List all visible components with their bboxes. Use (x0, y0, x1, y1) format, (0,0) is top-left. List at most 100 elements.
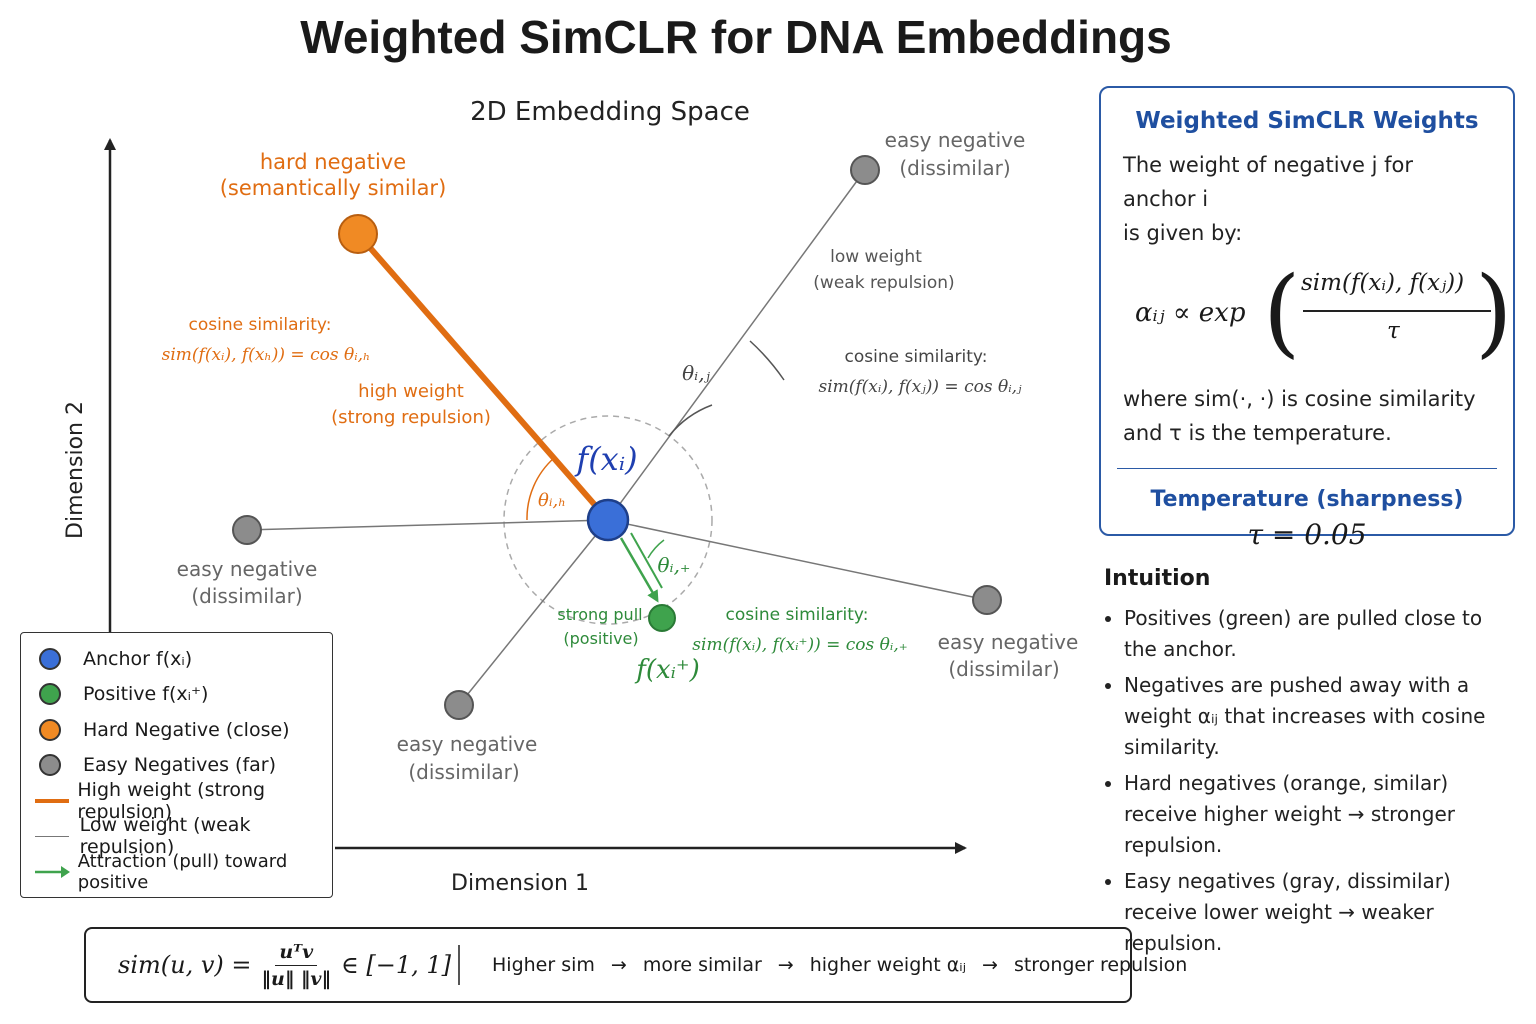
hard-negative-point (338, 214, 378, 254)
sim-fraction: uᵀv ‖u‖ ‖v‖ (262, 941, 331, 990)
legend-item-anchor: Anchor f(xᵢ) (35, 641, 332, 677)
weight-formula-bar (1303, 310, 1491, 312)
temperature-title: Temperature (sharpness) (1150, 487, 1464, 512)
easy-negative-right-label-1: easy negative (938, 630, 1079, 654)
chain-step: stronger repulsion (1013, 954, 1188, 976)
legend-label: Anchor f(xᵢ) (83, 647, 193, 670)
angle-arc-hard (526, 457, 555, 521)
weight-formula-denominator: τ (1387, 318, 1400, 344)
bar-separator (458, 945, 460, 985)
positive-pull-arrow-edge (630, 532, 663, 589)
weights-intro-line-2: is given by: (1123, 221, 1243, 245)
weights-where-line-1: where sim(·, ·) is cosine similarity (1123, 387, 1476, 411)
easy-negative-left-label-2: (dissimilar) (191, 584, 302, 608)
easy-negative-bottom-label-2: (dissimilar) (408, 760, 519, 784)
legend-label: Attraction (pull) toward positive (77, 850, 288, 893)
angle-arc-easy (668, 404, 713, 437)
hard-negative-line (355, 232, 611, 522)
weights-where-line-2: and τ is the temperature. (1123, 421, 1392, 445)
positive-cosine-caption: cosine similarity: (726, 605, 869, 625)
easy-negative-left-label-1: easy negative (177, 557, 318, 581)
easy-negative-point-bottom (444, 690, 474, 720)
temperature-value: τ = 0.05 (1247, 518, 1367, 551)
positive-cosine-formula: sim(f(xᵢ), f(xᵢ⁺)) = cos θᵢ,₊ (692, 635, 907, 655)
intuition-section: Intuition Positives (green) are pulled c… (1104, 566, 1504, 964)
hard-weight-label-2: (strong repulsion) (331, 407, 491, 428)
weight-formula: αᵢⱼ ∝ exp ( sim(f(xᵢ), f(xⱼ)) τ ) (1123, 256, 1512, 374)
weight-formula-lhs: αᵢⱼ ∝ exp (1135, 298, 1246, 328)
anchor-neighborhood-circle (503, 415, 713, 625)
hard-negative-label-2: (semantically similar) (220, 176, 447, 200)
chain-step: higher weight αᵢⱼ (809, 954, 967, 976)
y-axis-label: Dimension 2 (63, 401, 88, 539)
intuition-bullet: Positives (green) are pulled close to th… (1124, 603, 1504, 665)
intuition-bullet: Hard negatives (orange, similar) receive… (1124, 768, 1504, 861)
angle-positive-label: θᵢ,₊ (658, 553, 691, 577)
x-axis-label: Dimension 1 (451, 871, 589, 896)
easy-line-right (607, 519, 988, 601)
weights-intro-line-1: The weight of negative j for anchor i (1123, 153, 1414, 211)
easy-negative-top-right-label-1: easy negative (885, 128, 1026, 152)
easy-cosine-caption: cosine similarity: (845, 347, 988, 367)
hard-negative-label-1: hard negative (260, 150, 406, 174)
diagram-subtitle: 2D Embedding Space (470, 97, 750, 127)
legend-label: Easy Negatives (far) (83, 754, 277, 777)
legend-label: Positive f(xᵢ⁺) (83, 683, 209, 706)
hard-cosine-formula: sim(f(xᵢ), f(xₕ)) = cos θᵢ,ₕ (162, 345, 371, 365)
legend-item-high-weight: High weight (strong repulsion) (35, 779, 332, 823)
legend-item-easy-negatives: Easy Negatives (far) (35, 748, 332, 784)
easy-negative-bottom-label-1: easy negative (397, 732, 538, 756)
angle-easy-label: θᵢ,ⱼ (682, 361, 710, 385)
similarity-definition: sim(u, v) = uᵀv ‖u‖ ‖v‖ ∈ [−1, 1] (118, 929, 451, 1001)
positive-label: f(xᵢ⁺) (634, 655, 700, 685)
angle-arc-easy-outer (749, 340, 785, 381)
intuition-bullet: Easy negatives (gray, dissimilar) receiv… (1124, 866, 1504, 959)
easy-negative-point-top-right (850, 155, 880, 185)
right-arrow-icon: → (982, 954, 998, 976)
easy-line-top-right (607, 169, 866, 521)
intuition-bullet: Negatives are pushed away with a weight … (1124, 670, 1504, 763)
easy-negative-point-right (972, 585, 1002, 615)
legend-label: High weight (strong repulsion) (77, 778, 266, 823)
easy-weight-label-2: (weak repulsion) (813, 273, 954, 293)
easy-negative-top-right-label-2: (dissimilar) (899, 156, 1010, 180)
easy-line-bottom (458, 519, 609, 706)
easy-line-left (246, 519, 609, 531)
right-arrow-icon: → (610, 954, 627, 976)
hard-cosine-caption: cosine similarity: (189, 315, 332, 335)
legend-item-low-weight: Low weight (weak repulsion) (35, 814, 332, 858)
easy-negative-dot-icon (39, 754, 61, 777)
similarity-definition-bar: sim(u, v) = uᵀv ‖u‖ ‖v‖ ∈ [−1, 1] Higher… (84, 927, 1187, 1003)
legend: Anchor f(xᵢ) Positive f(xᵢ⁺) Hard Negati… (20, 632, 333, 898)
positive-pull-label-2: (positive) (563, 629, 638, 648)
easy-negative-right-label-2: (dissimilar) (948, 657, 1059, 681)
legend-item-attraction: Attraction (pull) toward positive (35, 850, 332, 893)
weights-panel-divider (1117, 468, 1497, 469)
thin-line-icon (35, 835, 69, 837)
legend-item-hard-negative: Hard Negative (close) (35, 712, 332, 748)
sim-denominator: ‖u‖ ‖v‖ (261, 967, 331, 990)
positive-pull-label-1: strong pull (557, 605, 642, 624)
intuition-list: Positives (green) are pulled close to th… (1104, 603, 1504, 959)
chain-step: more similar (642, 954, 762, 976)
hard-negative-dot-icon (39, 718, 61, 741)
implication-chain: Higher sim → more similar → higher weigh… (492, 929, 1187, 1001)
right-arrow-icon: → (777, 954, 794, 976)
positive-dot-icon (39, 683, 61, 706)
legend-item-positive: Positive f(xᵢ⁺) (35, 677, 332, 713)
easy-cosine-formula: sim(f(xᵢ), f(xⱼ)) = cos θᵢ,ⱼ (818, 377, 1022, 397)
page-title: Weighted SimCLR for DNA Embeddings (300, 11, 1172, 63)
embedding-diagram: Dimension 1 Dimension 2 2D Embedding Spa… (63, 97, 1079, 896)
weight-formula-numerator: sim(f(xᵢ), f(xⱼ)) (1301, 270, 1465, 296)
legend-label: Hard Negative (close) (83, 718, 290, 741)
anchor-label: f(xᵢ) (574, 440, 637, 478)
formula-left-paren: ( (1263, 256, 1301, 368)
weights-panel-title: Weighted SimCLR Weights (1135, 108, 1479, 134)
anchor-point (586, 498, 630, 542)
angle-arc-positive (647, 539, 665, 559)
green-arrow-icon (35, 865, 70, 878)
chain-step: Higher sim (492, 954, 595, 976)
sim-range: ∈ [−1, 1] (340, 951, 451, 979)
weights-panel: Weighted SimCLR Weights The weight of ne… (1099, 86, 1515, 551)
formula-right-paren: ) (1475, 256, 1513, 368)
